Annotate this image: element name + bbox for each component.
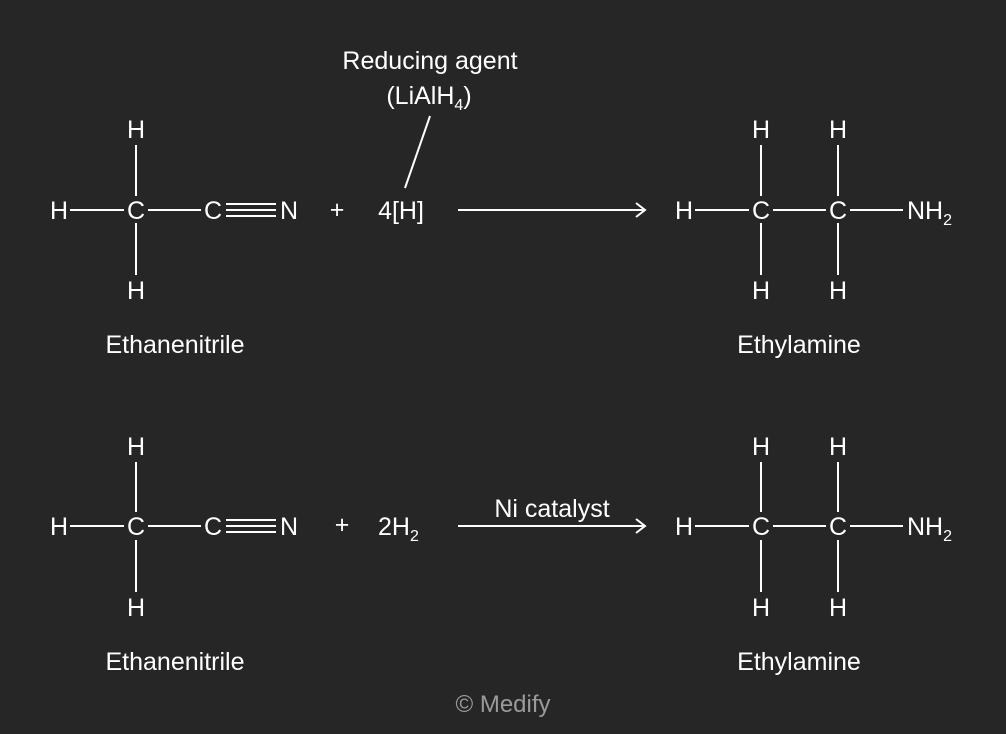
reducing-agent-label: Reducing agent: [342, 47, 517, 75]
atom-h-bottom: H: [127, 277, 145, 305]
reagent-hydrogen-gas: 2H2: [378, 513, 419, 545]
atom-h-left: H: [675, 197, 693, 225]
atom-n: N: [280, 197, 298, 225]
atom-c2: C: [829, 197, 847, 225]
atom-h-top: H: [127, 116, 145, 144]
reaction-arrow-1: [458, 202, 647, 218]
plus-sign-2: +: [335, 511, 350, 539]
atom-c2: C: [204, 513, 222, 541]
atom-h-c1-top: H: [752, 433, 770, 461]
atom-nh2: NH2: [907, 513, 952, 545]
atom-h-c2-top: H: [829, 116, 847, 144]
atom-nh2: NH2: [907, 197, 952, 229]
atom-h-left: H: [50, 513, 68, 541]
atom-h-left: H: [675, 513, 693, 541]
ethanenitrile-structure-2: H H C C N H: [50, 433, 298, 622]
product-name-2: Ethylamine: [737, 648, 861, 676]
atom-c1: C: [127, 197, 145, 225]
reactant-name-1: Ethanenitrile: [106, 331, 245, 359]
copyright-watermark: © Medify: [455, 691, 550, 718]
atom-h-c1-bottom: H: [752, 277, 770, 305]
reactant-name-2: Ethanenitrile: [106, 648, 245, 676]
plus-sign-1: +: [330, 196, 345, 224]
atom-n: N: [280, 513, 298, 541]
product-name-1: Ethylamine: [737, 331, 861, 359]
atom-h-top: H: [127, 433, 145, 461]
reducing-agent-pointer: [404, 115, 431, 189]
reaction-2: H H C C N H Ethanenitrile + 2H2 Ni catal…: [50, 433, 952, 676]
atom-h-c2-bottom: H: [829, 277, 847, 305]
reaction-arrow-2: [458, 518, 647, 534]
atom-c1: C: [752, 197, 770, 225]
atom-h-left: H: [50, 197, 68, 225]
atom-c2: C: [204, 197, 222, 225]
atom-h-c2-top: H: [829, 433, 847, 461]
atom-c1: C: [752, 513, 770, 541]
reaction-1: H H C C N H Ethanenitrile + 4[H] Reducin…: [50, 47, 952, 359]
atom-c2: C: [829, 513, 847, 541]
atom-h-c1-top: H: [752, 116, 770, 144]
atom-h-bottom: H: [127, 594, 145, 622]
atom-h-c2-bottom: H: [829, 594, 847, 622]
ethylamine-structure-2: H C C NH2 H H H H: [675, 433, 952, 622]
ethanenitrile-structure-1: H H C C N H: [50, 116, 298, 305]
ethylamine-structure-1: H C C NH2 H H H H: [675, 116, 952, 305]
catalyst-label: Ni catalyst: [494, 495, 609, 523]
reagent-hydrogen: 4[H]: [378, 197, 424, 225]
atom-h-c1-bottom: H: [752, 594, 770, 622]
reducing-agent-formula: (LiAlH4): [386, 82, 471, 114]
atom-c1: C: [127, 513, 145, 541]
